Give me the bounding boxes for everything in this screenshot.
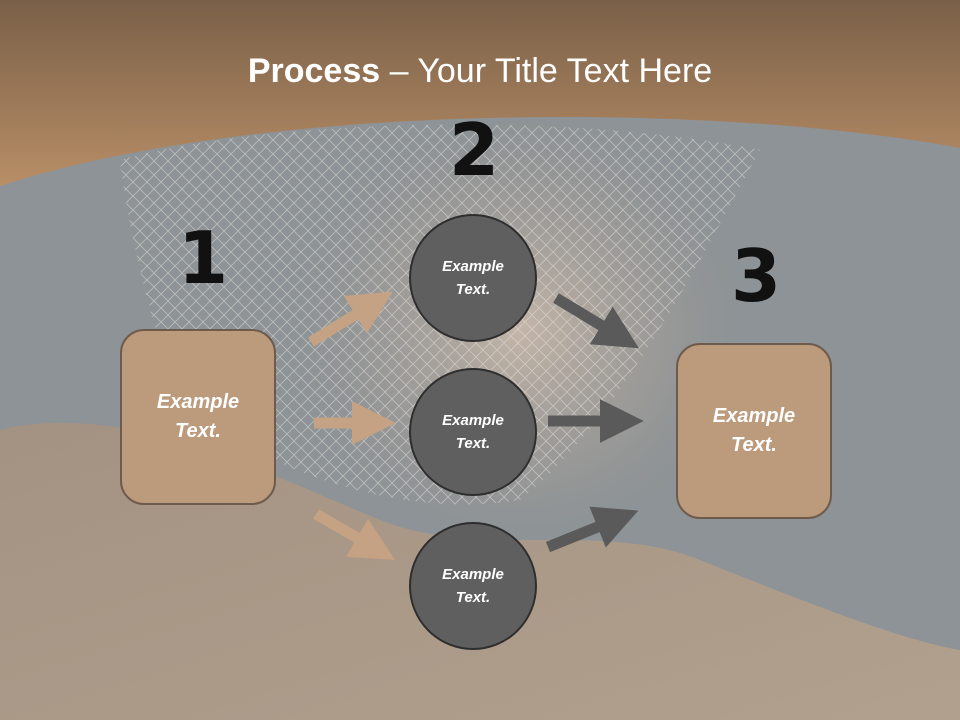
header-band (0, 0, 960, 186)
circle-middle-line2: Text. (455, 435, 491, 452)
right-box-line2: Text. (731, 434, 777, 456)
title-bold: Process (247, 52, 381, 90)
step-number-2: 2 (449, 108, 500, 192)
step-number-3: 3 (731, 234, 782, 318)
arrow-right-down-icon (313, 509, 396, 560)
arrow-right-up-icon (308, 291, 393, 347)
right-text-box: Example Text. (676, 343, 832, 519)
circle-bottom-line2: Text. (455, 589, 491, 606)
right-box-line1: Example (712, 405, 796, 427)
title-rest: – Your Title Text Here (380, 52, 713, 90)
step-number-1: 1 (178, 216, 229, 300)
arrow-right-down-icon (553, 293, 639, 349)
circle-bottom: Example Text. (409, 522, 537, 650)
circle-middle: Example Text. (409, 368, 537, 496)
circle-top: Example Text. (409, 214, 537, 342)
circle-top-line1: Example (442, 258, 504, 275)
left-box-line1: Example (156, 391, 240, 413)
circle-top-line2: Text. (455, 281, 491, 298)
arrow-right-up-icon (545, 506, 639, 553)
slide-title: Process – Your Title Text Here (0, 52, 960, 91)
circle-middle-line1: Example (442, 412, 504, 429)
left-text-box: Example Text. (120, 329, 276, 505)
circle-bottom-line1: Example (442, 566, 504, 583)
left-box-line2: Text. (175, 420, 221, 442)
